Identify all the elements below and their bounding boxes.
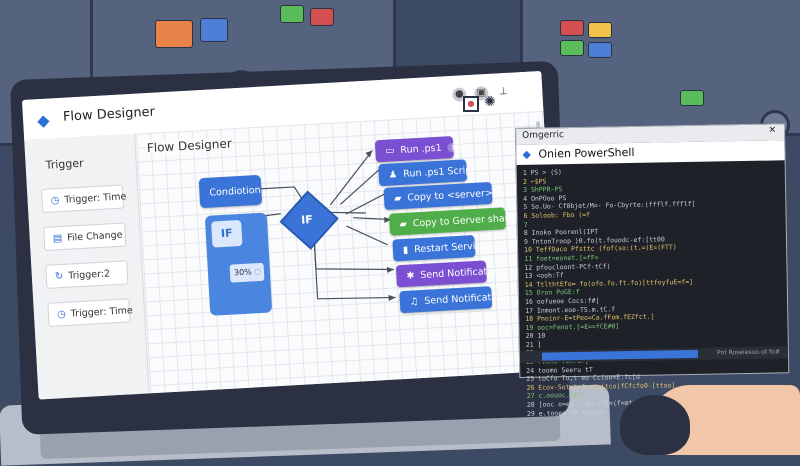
progress-label: 30% bbox=[233, 267, 252, 278]
folder-icon: ▰ bbox=[399, 218, 408, 230]
sidebar-item-label: Trigger: Time bbox=[64, 190, 127, 206]
brightness-icon[interactable]: ✺ bbox=[484, 94, 496, 110]
terminal-icon: ▭ bbox=[385, 144, 395, 157]
service-icon: ▮ bbox=[402, 244, 409, 256]
gear-icon: ✱ bbox=[406, 269, 415, 282]
file-icon: ▤ bbox=[52, 232, 63, 244]
ps-status-text: Pnt Roseiesoo-ot fo# bbox=[716, 348, 781, 357]
pin-icon[interactable]: ⊥ bbox=[498, 85, 508, 98]
script-icon: ♟ bbox=[388, 168, 398, 181]
folder-icon: ▰ bbox=[393, 192, 402, 204]
panel-button bbox=[588, 42, 612, 58]
loading-icon: ◌ bbox=[254, 266, 262, 277]
sidebar-item-label: Trigger: Time bbox=[70, 304, 134, 320]
ps-window-title: Omgerric bbox=[522, 130, 565, 141]
sidebar-item-label: File Change bbox=[66, 229, 123, 244]
sidebar-title: Trigger bbox=[45, 156, 84, 172]
panel-button bbox=[560, 40, 584, 56]
app-logo-icon: ◆ bbox=[36, 110, 51, 131]
flow-canvas[interactable]: Flow Designer bbox=[136, 110, 558, 394]
panel-button bbox=[200, 18, 228, 42]
condition-label: Condiotion bbox=[209, 184, 261, 199]
powershell-window: Omgerric ✕ ◆ Onien PowerShell 1 PS > (S)… bbox=[515, 123, 790, 417]
if-block-label: IF bbox=[211, 219, 243, 248]
clock-icon: ◷ bbox=[56, 308, 67, 320]
panel-button bbox=[310, 8, 334, 26]
panel-button bbox=[280, 5, 304, 23]
progress-badge: 30% ◌ bbox=[229, 262, 265, 283]
close-icon[interactable]: ✕ bbox=[768, 125, 777, 136]
clock-icon: ◷ bbox=[50, 194, 60, 207]
computer-mouse bbox=[620, 395, 690, 455]
powershell-icon: ◆ bbox=[522, 147, 532, 161]
action-run-ps1[interactable]: ▭ Run .ps1 ✉ bbox=[374, 136, 463, 163]
sidebar-item-trigger-time-2[interactable]: ◷ Trigger: Time bbox=[47, 298, 134, 327]
decision-node[interactable] bbox=[279, 190, 339, 250]
sidebar-item-trigger-time[interactable]: ◷ Trigger: Time bbox=[41, 184, 127, 214]
ps-header-title: Onien PowerShell bbox=[538, 145, 635, 161]
bell-icon: ♫ bbox=[409, 295, 419, 308]
condition-node[interactable]: Condiotion bbox=[198, 174, 263, 209]
sidebar-item-label: Trigger:2 bbox=[67, 267, 111, 282]
decision-label: IF bbox=[300, 212, 314, 227]
panel-button bbox=[560, 20, 584, 36]
panel-button bbox=[588, 22, 612, 38]
message-icon: ✉ bbox=[447, 142, 463, 152]
if-block[interactable]: IF 30% ◌ bbox=[204, 212, 273, 316]
ps-progress-bar bbox=[541, 349, 699, 361]
flow-connectors bbox=[250, 150, 396, 301]
sidebar-item-file-change[interactable]: ▤ File Change bbox=[43, 222, 127, 251]
refresh-icon: ↻ bbox=[54, 270, 64, 282]
action-restart-service[interactable]: ▮ Restart Service bbox=[392, 234, 487, 262]
sidebar-item-trigger-2[interactable]: ↻ Trigger:2 bbox=[45, 260, 129, 289]
ps-header: ◆ Onien PowerShell bbox=[516, 140, 785, 165]
panel-button bbox=[155, 20, 193, 48]
flow-designer-window: ◆ Flow Designer ● ▣ ⊥ Trigger ◷ Trigger:… bbox=[22, 70, 558, 400]
trigger-sidebar: Trigger ◷ Trigger: Time ▤ File Change ↻ … bbox=[24, 133, 150, 400]
app-title: Flow Designer bbox=[62, 104, 156, 125]
notification-icon[interactable]: ● bbox=[463, 96, 479, 112]
panel-button bbox=[680, 90, 704, 106]
